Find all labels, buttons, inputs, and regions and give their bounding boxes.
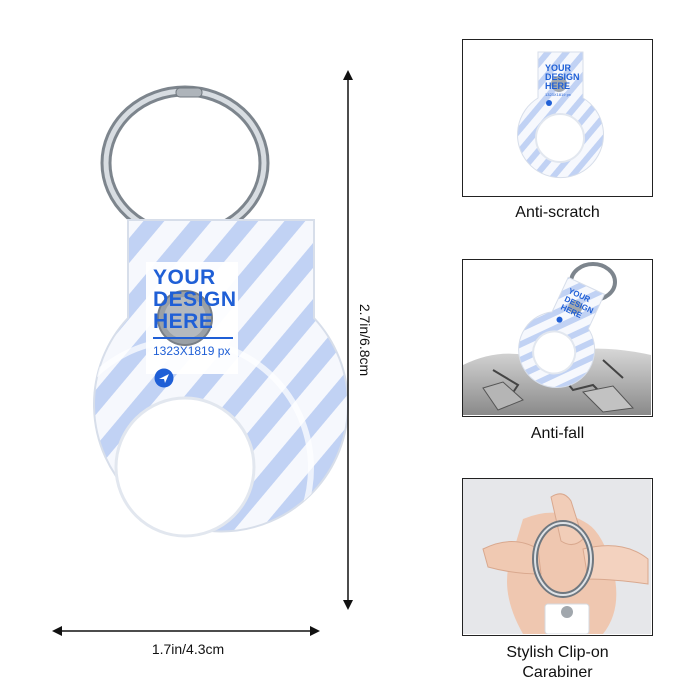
width-dimension-arrow (52, 626, 320, 636)
svg-text:YOUR: YOUR (545, 63, 572, 73)
caption-anti-scratch: Anti-scratch (515, 204, 600, 221)
carabiner-ring (100, 85, 270, 241)
design-size-text: 1323X1819 px (153, 344, 231, 358)
width-label: 1.7in/4.3cm (151, 641, 225, 657)
design-underline (153, 337, 233, 339)
svg-text:HERE: HERE (545, 81, 570, 91)
carabiner-hand-image (463, 479, 651, 635)
design-line-3: HERE (153, 310, 214, 333)
keychain-tag (93, 219, 349, 538)
design-line-1: YOUR (153, 266, 216, 289)
height-dimension-arrow (343, 70, 353, 610)
plane-icon (154, 368, 174, 388)
svg-text:1323X1819 px: 1323X1819 px (545, 92, 571, 97)
center-hole (114, 396, 256, 538)
feature-panel-anti-scratch: YOUR DESIGN HERE 1323X1819 px (462, 39, 653, 197)
caption-anti-fall: Anti-fall (530, 425, 585, 442)
anti-fall-image: YOUR DESIGN HERE (463, 262, 651, 415)
keychain-product-image (93, 85, 349, 538)
feature-panel-anti-fall: YOUR DESIGN HERE (462, 259, 653, 417)
feature-panel-carabiner (462, 478, 653, 636)
caption-carabiner-line2: Carabiner (522, 664, 593, 681)
caption-carabiner-line1: Stylish Clip-on (506, 644, 609, 661)
height-label: 2.7in/6.8cm (357, 303, 373, 377)
anti-scratch-image: YOUR DESIGN HERE 1323X1819 px (517, 51, 604, 179)
design-line-2: DESIGN (153, 288, 237, 311)
svg-text:DESIGN: DESIGN (545, 72, 580, 82)
